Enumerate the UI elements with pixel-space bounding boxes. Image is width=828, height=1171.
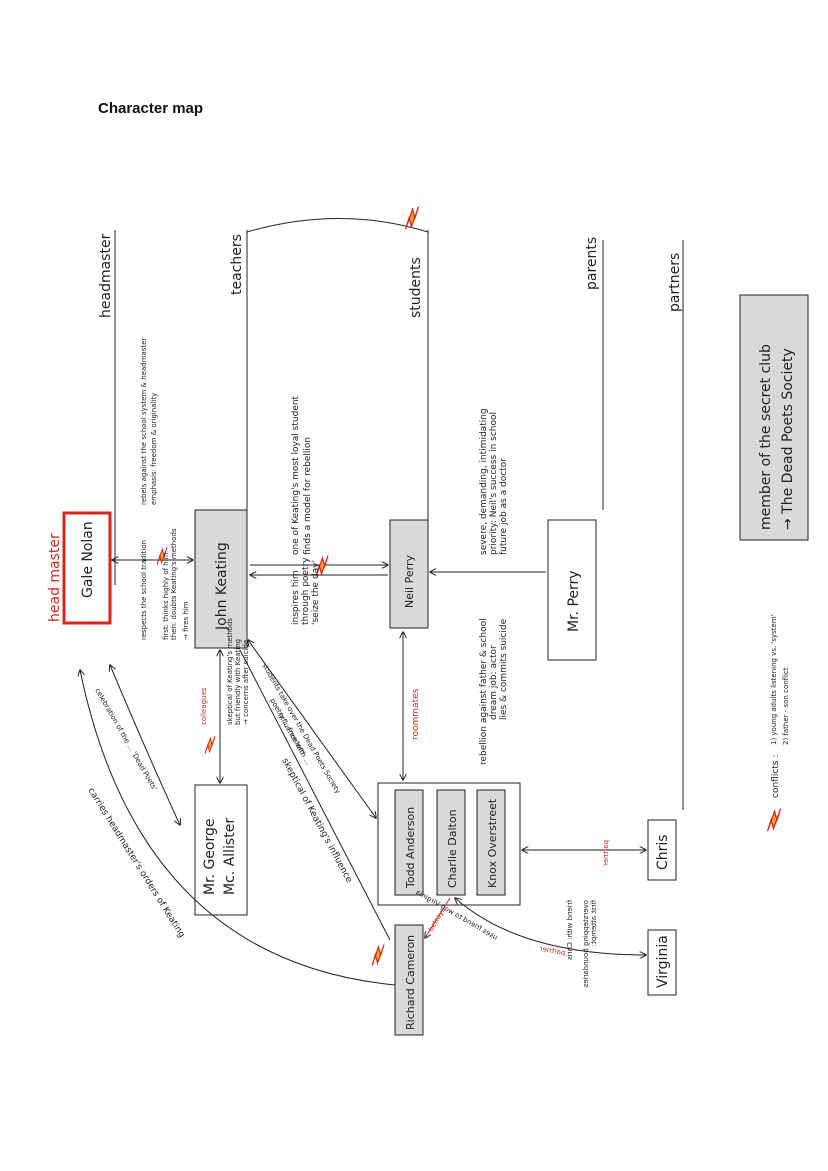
char-mr-perry: Mr. Perry [566, 570, 582, 632]
note-colleagues: colleagues [200, 687, 208, 725]
char-mc-allister: Mc. Allister [222, 818, 238, 895]
box-knox-overstreet [476, 789, 506, 896]
note-george-1: skeptical of Keating's methods [226, 618, 234, 725]
arrow-charlie-richard [425, 897, 451, 938]
category-partners: partners [667, 253, 683, 312]
char-todd-anderson: Todd Anderson [404, 807, 417, 889]
arrow-richard-nolan [80, 670, 396, 986]
box-charlie-dalton [436, 789, 466, 896]
box-george-allister [194, 784, 248, 916]
box-chris [647, 819, 677, 881]
char-virginia: Virginia [655, 935, 671, 988]
arrow-keating-students [248, 640, 376, 818]
note-carries: carries headmaster's orders of Keating [85, 786, 186, 939]
note-mr-perry-2: priority: Neil's success in school [489, 412, 499, 555]
char-john-keating: John Keating [214, 542, 230, 631]
category-headmaster: headmaster [98, 233, 114, 318]
note-betrays: betrays [427, 906, 447, 933]
note-george-2: but friendly with Keating [234, 639, 242, 725]
box-mr-perry [547, 519, 597, 661]
legend-conflicts-1: 1) young adults listening vs. 'system' [770, 614, 778, 745]
box-neil-perry [389, 519, 429, 629]
note-mr-perry-3: future job as a doctor [499, 458, 509, 555]
note-partner-chris: partner [602, 840, 610, 866]
note-students-1: students take over the Dead Poets Societ… [260, 662, 341, 795]
char-charlie-dalton: Charlie Dalton [446, 809, 459, 888]
note-chris-2: first attempt: [590, 900, 598, 946]
box-gale-nolan [62, 511, 112, 625]
note-chris-3: overstepping boundaries [582, 900, 590, 988]
note-nolan-respects-4: → fires him [182, 601, 190, 640]
note-roommates: roommates [411, 688, 421, 740]
note-inspires-2: through poetry [301, 557, 311, 625]
box-richard-cameron [394, 924, 424, 1036]
legend-members-box [739, 294, 809, 541]
char-gale-nolan: Gale Nolan [80, 521, 96, 598]
char-richard-cameron: Richard Cameron [404, 935, 417, 1030]
note-keating-emphasis: emphasis: freedom & originality [150, 393, 158, 505]
note-nolan-respects-1: respects the school tradition [140, 540, 148, 640]
legend-conflicts-label: conflicts : [771, 755, 781, 798]
char-mr-george: Mr. George [202, 819, 218, 896]
legend-members-1: member of the secret club [758, 344, 774, 530]
note-inspires-1: inspires him [291, 570, 301, 625]
teachers-students-arc [246, 218, 429, 233]
lightning-bolt-icon [763, 806, 785, 834]
note-nolan-respects-3: then: doubts Keating's methods [170, 528, 178, 640]
note-neil-rebel-3: lies & commits suicide [499, 618, 509, 720]
arrow-nolan-george [110, 665, 180, 825]
char-knox-overstreet: Knox Overstreet [486, 798, 499, 888]
lightning-bolt-icon [201, 734, 219, 756]
note-neil-rebel-1: rebellion against father & school [479, 618, 489, 765]
legend-conflicts-2: 2) father - son conflict [782, 667, 790, 745]
head-master-label: head master [47, 533, 63, 622]
note-partner-virginia: partner [539, 945, 566, 957]
note-keating-vs-system: rebels against the school system & headm… [140, 338, 148, 505]
char-chris: Chris [655, 834, 671, 870]
note-george-3: → concerns after suicide [242, 640, 250, 725]
char-neil-perry: Neil Perry [403, 555, 416, 608]
lightning-bolt-icon [368, 942, 388, 968]
box-john-keating [194, 509, 248, 649]
note-nolan-respects-2: first: thinks highly of him [162, 552, 170, 640]
note-mr-perry-1: severe, demanding, intimidating [479, 408, 489, 555]
box-todd-anderson [394, 789, 424, 896]
category-teachers: teachers [229, 234, 245, 295]
note-inspires-3: 'seize the day' [311, 560, 321, 625]
page-title: Character map [98, 100, 204, 117]
box-virginia [647, 929, 677, 996]
category-students: students [408, 257, 424, 318]
legend-members-2: → The Dead Poets Society [780, 348, 796, 530]
note-neil-model-1: one of Keating's most loyal student [291, 395, 301, 555]
note-chris-1: friend with: Chris [566, 900, 574, 960]
note-skeptical: skeptical of Keating's influence [279, 757, 354, 885]
arrow-keating-richard [239, 649, 391, 941]
note-neil-model-2: finds a model for rebellion [303, 437, 313, 555]
category-parents: parents [584, 237, 600, 290]
arrow-charlie-virginia [455, 898, 646, 955]
note-neil-rebel-2: dream job: actor [489, 645, 499, 720]
